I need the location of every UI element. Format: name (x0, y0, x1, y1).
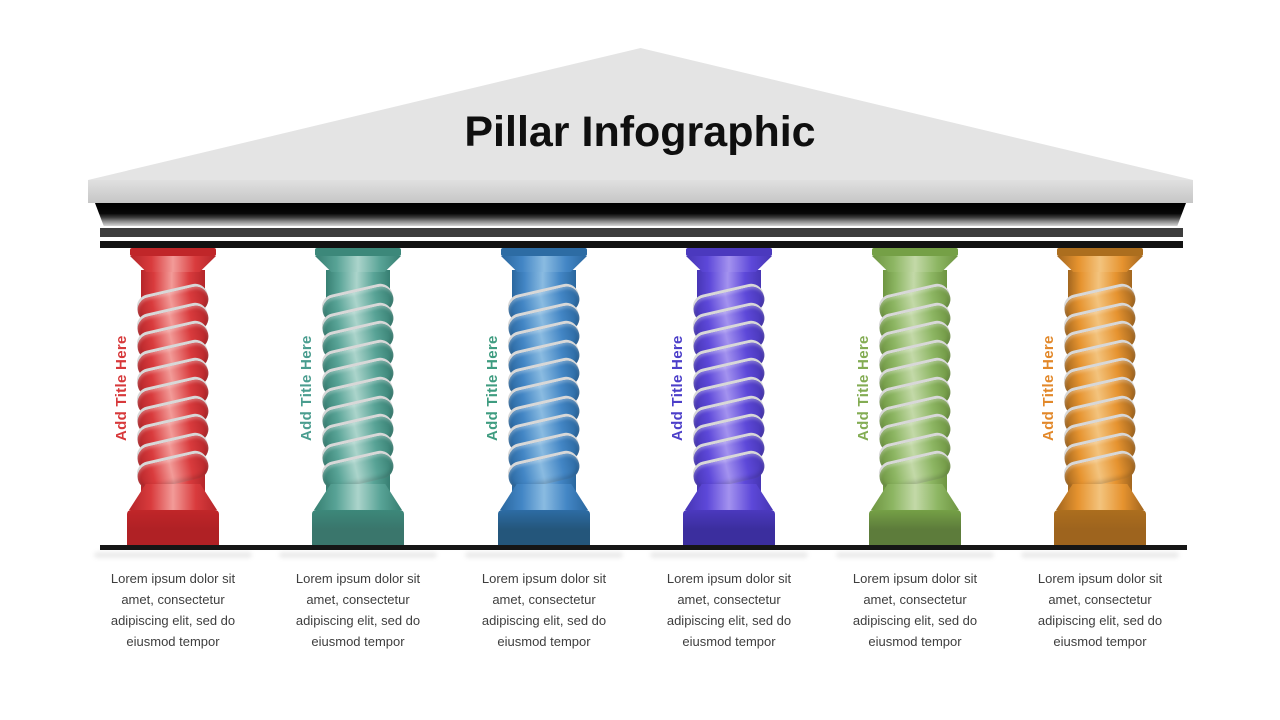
pillar-top-slab (872, 248, 958, 256)
pillar-capital (872, 256, 958, 272)
pillar-capital (315, 256, 401, 272)
pillar-base-flare (500, 484, 588, 510)
pillar-base-flare (1056, 484, 1144, 510)
pillar-ground-shadow (94, 552, 252, 558)
pillar-base-flare (314, 484, 402, 510)
pillar-group-6: Add Title Here Lorem ipsum dolor sit ame… (1007, 246, 1193, 666)
pillar-top-slab (686, 248, 772, 256)
pillar-top-slab (315, 248, 401, 256)
pillar-group-2: Add Title Here Lorem ipsum dolor sit ame… (265, 246, 451, 666)
pillar-top-slab (501, 248, 587, 256)
pillar-top-slab (1057, 248, 1143, 256)
pillar-title-placeholder: Add Title Here (298, 335, 315, 441)
pillar-plinth (1054, 510, 1146, 545)
pillar-title-placeholder: Add Title Here (669, 335, 686, 441)
baseline-bar (100, 545, 1187, 550)
pillar-title-placeholder: Add Title Here (113, 335, 130, 441)
entablature-band-top (95, 203, 1186, 226)
pillar-ground-shadow (465, 552, 623, 558)
pillar-base-flare (129, 484, 217, 510)
pillar-description: Lorem ipsum dolor sit amet, consectetur … (110, 571, 236, 649)
pillar-group-3: Add Title Here Lorem ipsum dolor sit ame… (451, 246, 637, 666)
pillar-plinth (127, 510, 219, 545)
pillar-base-flare (685, 484, 773, 510)
pillar-capital (686, 256, 772, 272)
pillar-description: Lorem ipsum dolor sit amet, consectetur … (852, 571, 978, 649)
pillar-capital (130, 256, 216, 272)
pillar-ground-shadow (836, 552, 994, 558)
pillar-base-flare (871, 484, 959, 510)
pillar-description: Lorem ipsum dolor sit amet, consectetur … (481, 571, 607, 649)
pillar-group-1: Add Title Here Lorem ipsum dolor sit ame… (80, 246, 266, 666)
pillar-plinth (312, 510, 404, 545)
pillar-plinth (683, 510, 775, 545)
entablature-band-middle (100, 228, 1183, 237)
pillar-plinth (869, 510, 961, 545)
pillar-title-placeholder: Add Title Here (855, 335, 872, 441)
pillar-ground-shadow (650, 552, 808, 558)
pillar-top-slab (130, 248, 216, 256)
pillar-description: Lorem ipsum dolor sit amet, consectetur … (1037, 571, 1163, 649)
pillar-title-placeholder: Add Title Here (1040, 335, 1057, 441)
pillar-description: Lorem ipsum dolor sit amet, consectetur … (666, 571, 792, 649)
pillar-ground-shadow (279, 552, 437, 558)
pillar-plinth (498, 510, 590, 545)
pillar-description: Lorem ipsum dolor sit amet, consectetur … (295, 571, 421, 649)
entablature-band-bottom (100, 241, 1183, 248)
pillar-group-4: Add Title Here Lorem ipsum dolor sit ame… (636, 246, 822, 666)
pillar-capital (501, 256, 587, 272)
pillar-capital (1057, 256, 1143, 272)
pillar-group-5: Add Title Here Lorem ipsum dolor sit ame… (822, 246, 1008, 666)
pillar-title-placeholder: Add Title Here (484, 335, 501, 441)
architrave-bar (88, 180, 1193, 203)
pillar-ground-shadow (1021, 552, 1179, 558)
slide-title: Pillar Infographic (464, 108, 816, 156)
